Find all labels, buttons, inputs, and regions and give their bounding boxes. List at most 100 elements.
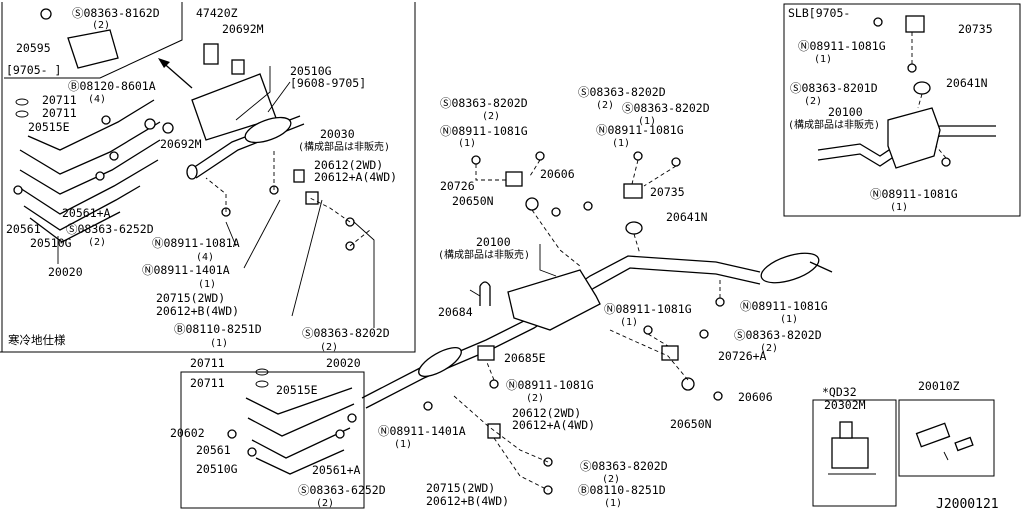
- callout-c68: 20602: [170, 426, 205, 440]
- bracket-20726: [505, 171, 523, 187]
- callout-c58: 20685E: [504, 351, 546, 365]
- callout-c71: Ⓝ08911-1401A: [378, 424, 466, 438]
- gasket-manifold: [144, 118, 156, 130]
- cr-stud-20561: [247, 447, 257, 457]
- frame-20010z-box: [898, 399, 995, 477]
- bolt-20606: [551, 207, 561, 217]
- callout-c51: 20684: [438, 305, 473, 319]
- callout-c91: (構成部品は非販売): [788, 118, 880, 131]
- cr-pipe-1: [245, 387, 353, 415]
- frame-slb-panel: [783, 3, 1021, 217]
- hanger-20650N-b: [681, 377, 695, 391]
- callout-c29: 20612+B(4WD): [156, 304, 239, 318]
- manifold-pipe-4: [23, 185, 141, 231]
- callout-c94: 20302M: [824, 398, 866, 412]
- slb-hanger-20641N: [913, 81, 931, 95]
- panel-frames: [0, 2, 1021, 509]
- slb-leader-b: [917, 93, 923, 109]
- callout-c55: (1): [780, 314, 798, 325]
- pipe-flange-left: [186, 164, 198, 180]
- bracket-20612-bottom: [487, 423, 501, 439]
- cr-stud-20561A: [335, 429, 345, 439]
- center-catalyst: [418, 347, 462, 377]
- leader-c6: [643, 165, 677, 187]
- tail-tip: [809, 261, 833, 273]
- callout-c57: (2): [760, 343, 778, 354]
- callout-c7: (4): [88, 94, 106, 105]
- callout-c45: 20606: [540, 167, 575, 181]
- callout-c27: (1): [198, 279, 216, 290]
- nut-08911-1081G-a: [471, 155, 481, 165]
- bolt-08363-8202D-c: [671, 157, 681, 167]
- clip-20692M: [231, 59, 245, 75]
- callout-c43: (1): [612, 138, 630, 149]
- stud-20561A: [95, 171, 105, 181]
- callout-c76: Ⓢ08363-6252D: [298, 483, 386, 497]
- callout-c66: 20711: [190, 376, 225, 390]
- bracket-20612-top: [293, 169, 305, 183]
- left-panel-parts: [13, 8, 375, 328]
- heat-shield-20510G-bottom: [29, 211, 121, 243]
- leader-08363-8202D: [353, 221, 375, 328]
- callout-c72: (1): [394, 439, 412, 450]
- leader-c3: [531, 209, 581, 267]
- cr-pipe-3: [251, 427, 351, 459]
- callout-c87: Ⓢ08363-8201D: [790, 81, 878, 95]
- callout-c15: (構成部品は非販売): [298, 140, 390, 153]
- hanger-20641N: [625, 221, 643, 235]
- bolt-20606-b: [713, 391, 723, 401]
- leader-c7: [647, 333, 669, 347]
- leader-20510G: [235, 66, 271, 121]
- diagram-code: J2000121: [936, 497, 999, 512]
- slb-nut-08911-1081G-b: [941, 157, 951, 167]
- callout-c3: 47420Z: [196, 6, 238, 20]
- callout-c37: (1): [458, 138, 476, 149]
- stud-20561: [13, 185, 23, 195]
- callout-c32: Ⓢ08363-8202D: [302, 326, 390, 340]
- variant-range-label: [9705- ]: [6, 63, 61, 77]
- callout-c44: 20726: [440, 179, 475, 193]
- callout-c63: 20650N: [670, 417, 712, 431]
- callout-c53: (1): [620, 317, 638, 328]
- callout-c14: 20030: [320, 127, 355, 141]
- heat-shield-20515E: [27, 99, 155, 151]
- callout-c90: 20100: [828, 105, 863, 119]
- slb-panel-parts: [817, 15, 996, 169]
- leader-c4: [633, 233, 641, 255]
- bracket-20595: [67, 29, 119, 69]
- callout-c67: 20515E: [276, 383, 318, 397]
- qd32-header: *QD32: [822, 385, 857, 399]
- callout-c54: Ⓝ08911-1081G: [740, 299, 828, 313]
- nut-08911-1081G-c: [715, 297, 725, 307]
- callout-c85: Ⓝ08911-1081G: [798, 39, 886, 53]
- leader-bottom-a: [453, 395, 549, 463]
- nut-08911-1081G-b: [633, 151, 643, 161]
- callout-c19: 20561: [6, 222, 41, 236]
- leader-08110-8251D: [291, 199, 323, 317]
- bracket-20715-top: [305, 191, 319, 205]
- callout-c48: 20641N: [666, 210, 708, 224]
- leader-nut-a: [205, 177, 227, 212]
- cr-bolt-20602: [227, 429, 237, 439]
- callout-c77: (2): [316, 498, 334, 509]
- bolt-08363-8162D: [40, 8, 52, 20]
- callout-c64: 20711: [190, 356, 225, 370]
- callout-c49: 20100: [476, 235, 511, 249]
- callout-c20: Ⓢ08363-6252D: [66, 222, 154, 236]
- unit-20302M: [831, 437, 869, 469]
- callout-c12: 20515E: [28, 120, 70, 134]
- bolt-08363-8202D-a: [535, 151, 545, 161]
- hanger-20650N: [525, 197, 539, 211]
- slb-nut-08911-1081G: [873, 17, 883, 27]
- callout-c35: (2): [482, 111, 500, 122]
- catalyst-20030: [244, 116, 292, 144]
- callout-c61: (2): [526, 393, 544, 404]
- callout-c39: (2): [596, 100, 614, 111]
- callout-c65: 20020: [326, 356, 361, 370]
- slb-muffler-20100: [887, 107, 941, 169]
- callout-c78: 20715(2WD): [426, 481, 495, 495]
- gasket-20711-a: [15, 98, 29, 106]
- bolt-08363-8202D-d: [699, 329, 709, 339]
